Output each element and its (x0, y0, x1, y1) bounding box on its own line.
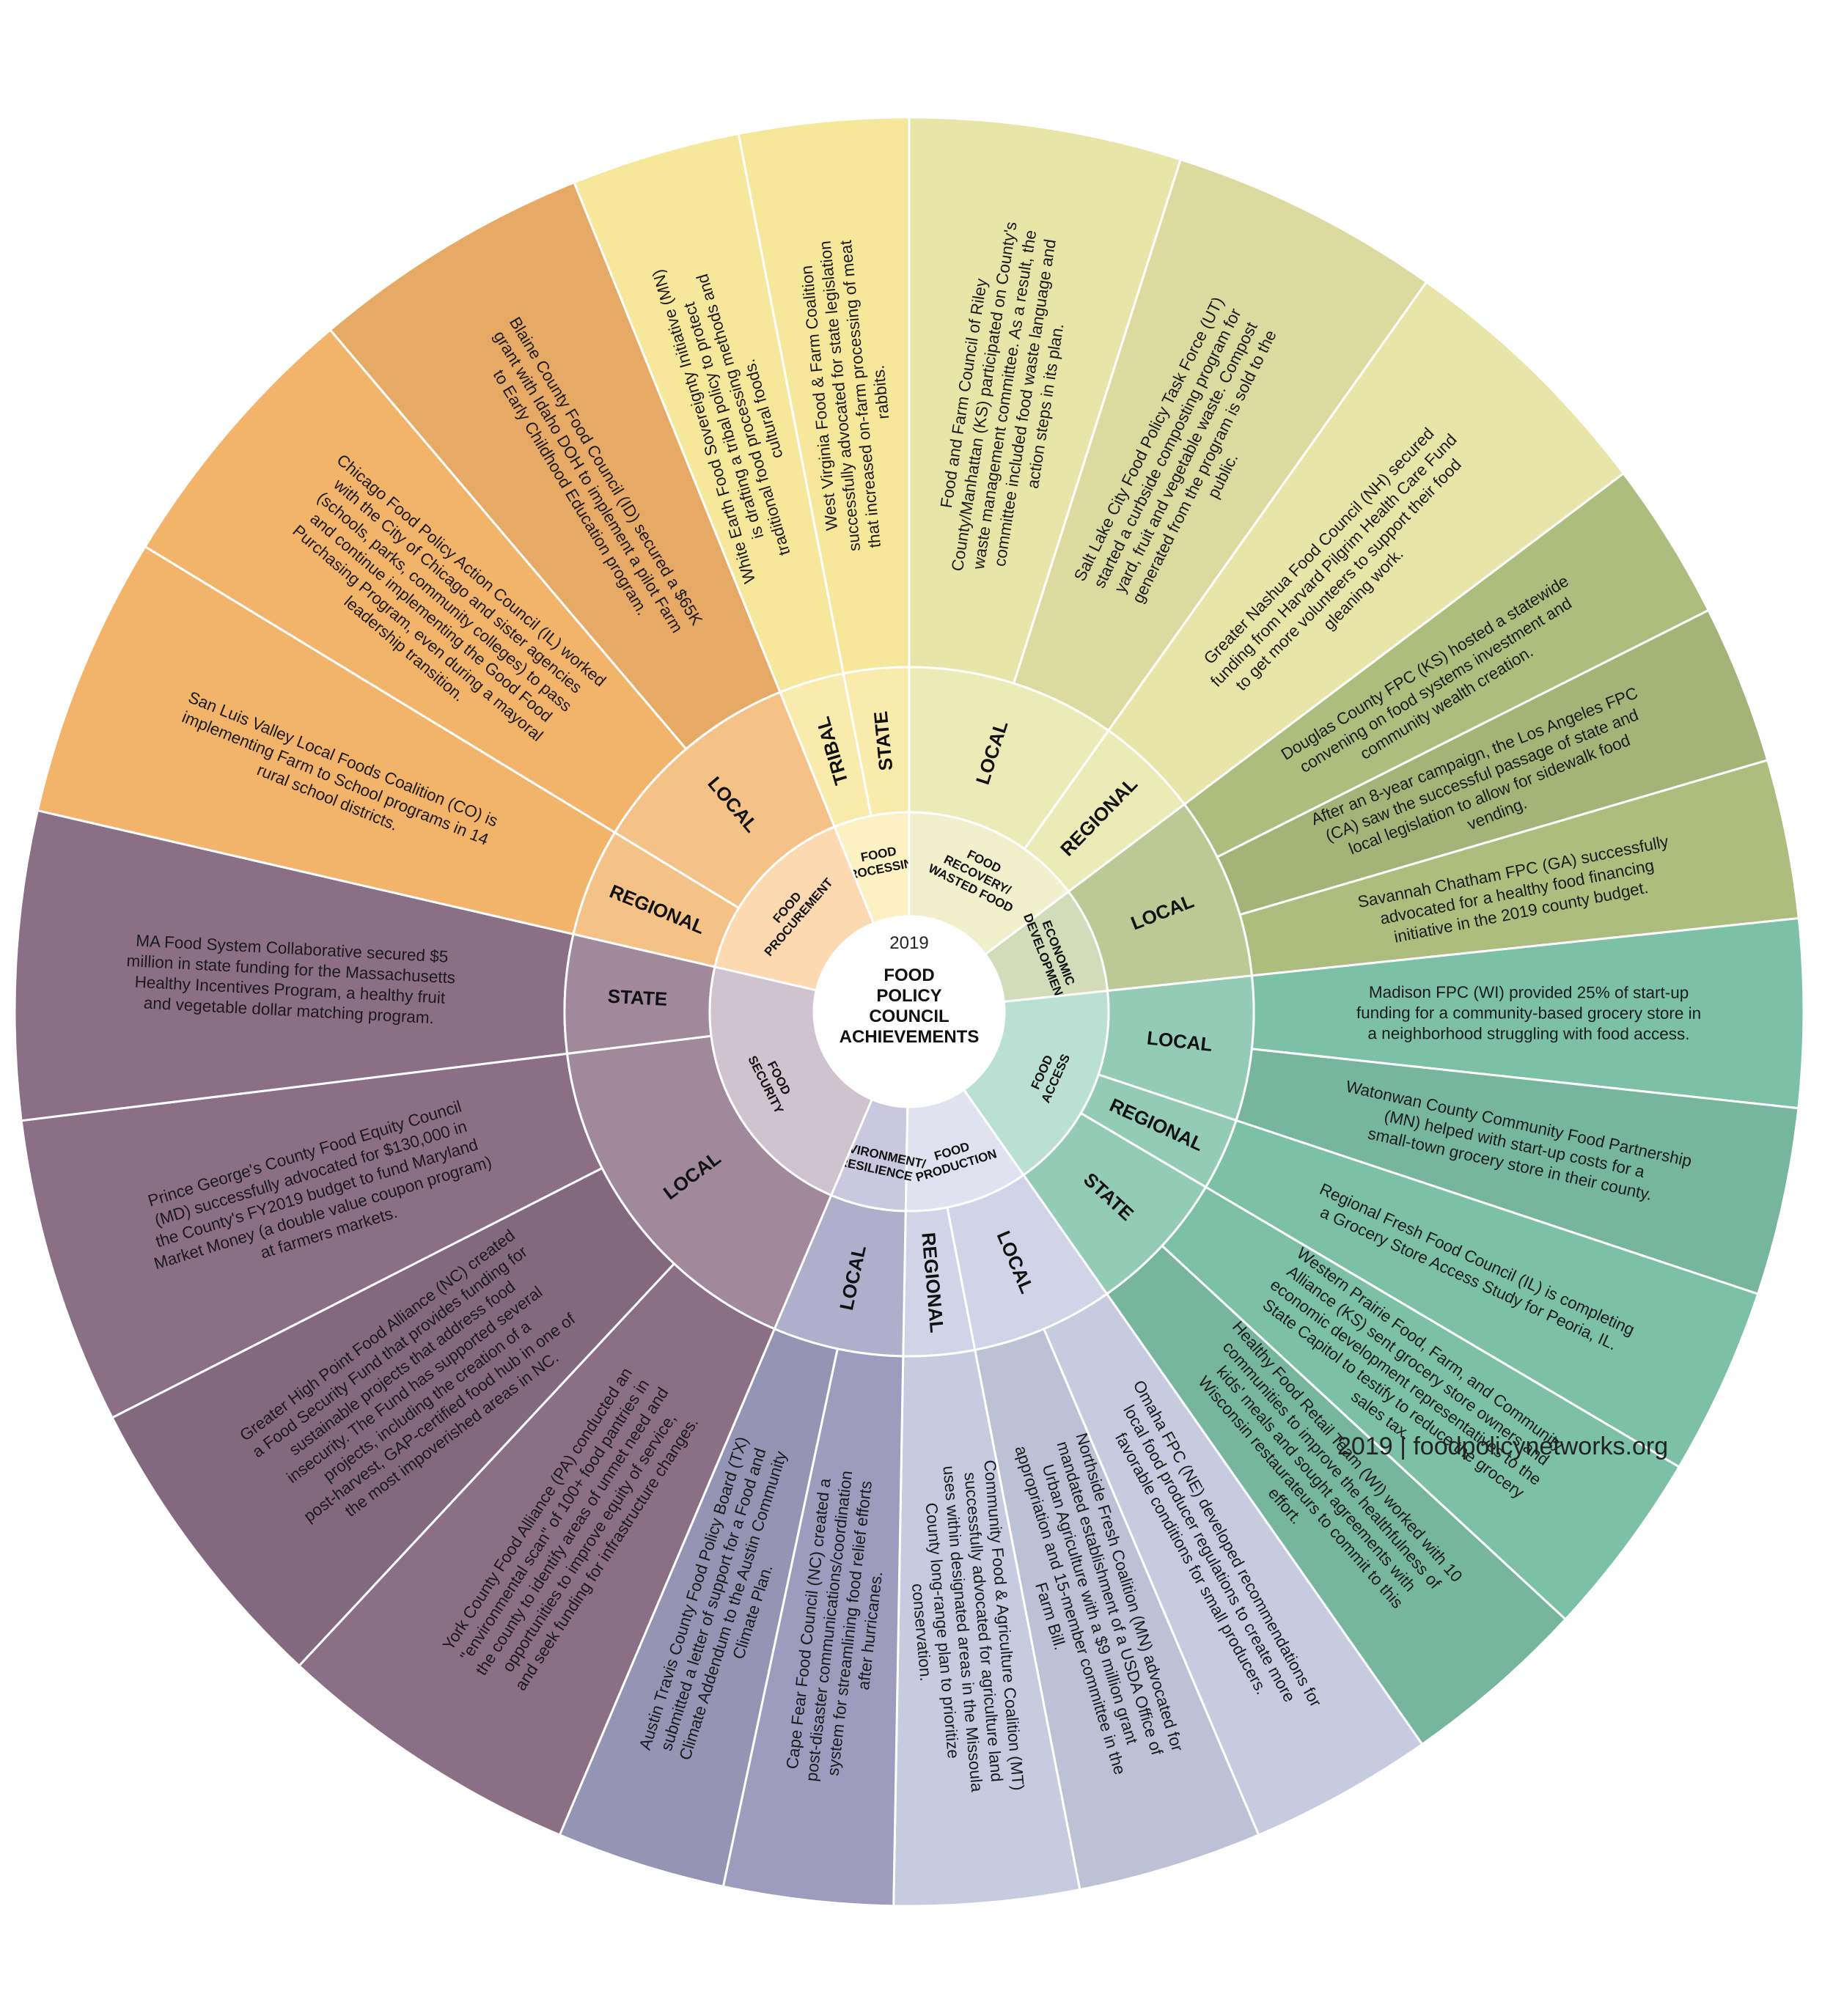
achievement-text-line: a neighborhood struggling with food acce… (1367, 1024, 1689, 1043)
level-label-food-security-line: STATE (607, 985, 668, 1010)
center-title-line: ACHIEVEMENTS (840, 1027, 980, 1047)
center-year: 2019 (889, 933, 928, 953)
achievement-text-line: funding for a community-based grocery st… (1356, 1004, 1701, 1023)
achievement-text: Community Food & Agriculture Coalition (… (908, 1459, 1028, 1792)
category-wedge-food-security (708, 965, 874, 1197)
center-title-line: FOOD (884, 965, 934, 985)
center-title-line: COUNCIL (869, 1007, 949, 1026)
achievement-text: Madison FPC (WI) provided 25% of start-u… (1356, 983, 1701, 1043)
center-title-line: POLICY (876, 986, 941, 1006)
achievement-text-line: Madison FPC (WI) provided 25% of start-u… (1369, 983, 1689, 1002)
footer-credit: 2019 | foodpolicynetworks.org (1337, 1432, 1669, 1460)
center-hub: 2019 FOOD POLICY COUNCIL ACHIEVEMENTS (814, 916, 1004, 1107)
level-label-food-security: STATE (607, 985, 668, 1010)
achievement-text: Food and Farm Council of RileyCounty/Man… (937, 221, 1068, 573)
center-circle (814, 916, 1004, 1107)
